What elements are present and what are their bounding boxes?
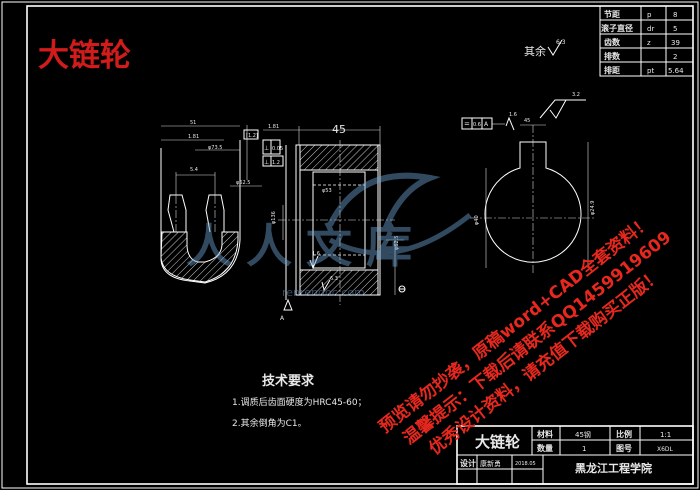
date-value: 2018.05 [515,461,536,467]
scale-label: 比例 [616,429,632,439]
dim-label: 1.81 [188,134,199,140]
dim-label: 1.81 [268,124,279,130]
section-view: 1.81 ⊥ 0.05 ⊥ 1.2 45 φ136 φ53 φ62.5 A [262,123,406,322]
dim-label: φ24.9 [590,201,596,215]
qty-label: 数量 [537,443,553,453]
inner-frame [26,5,694,485]
roughness-value: 1.6 [509,112,517,118]
title-block: 大链轮 材料 45钢 比例 1:1 数量 1 图号 X6DL 设计 康新勇 20… [456,425,694,485]
roughness-symbol-icon [505,116,515,131]
drawing-title: 大链轮 [38,38,131,74]
designer-value: 康新勇 [480,459,501,468]
technical-requirements: 技术要求 1.调质后齿面硬度为HRC45-60； 2.其余倒角为C1。 [232,373,367,429]
tol-value: 0.6 [473,122,481,128]
param-value: 39 [671,39,680,47]
tooth-profile-detail: 5.4 51 1.81 φ73.5 φ62.5 [1.2] [160,120,262,284]
param-name: 齿数 [604,37,621,47]
roughness-value: 1.6 [312,251,320,257]
param-name: 滚子直径 [601,23,633,33]
roughness-symbol-icon [549,99,567,119]
param-name: 节距 [604,9,620,19]
tol-symbol: = [464,120,470,128]
tech-req-item: 2.其余倒角为C1。 [232,417,307,429]
watermark-line: 温馨提示：下载后请联系QQ1459919609 [399,227,675,449]
qty-value: 1 [582,445,586,453]
dim-label: φ136 [271,211,277,224]
dim-label: φ40 [474,215,480,225]
param-value: 2 [673,53,677,61]
tol-value: 1.2 [272,160,280,166]
tech-req-item: 1.调质后齿面硬度为HRC45-60； [232,396,367,408]
dim-label: 5.4 [190,167,198,173]
material-label: 材料 [537,429,553,439]
dim-label: φ62.5 [236,180,250,186]
dim-label: φ73.5 [208,145,222,151]
roughness-value: 3.2 [572,92,580,98]
front-view: φ40 φ24.9 45 3.2 = 0.6 A 1.6 [461,92,596,275]
tech-req-title: 技术要求 [262,373,315,389]
dim-label: φ53 [322,188,332,194]
material-value: 45钢 [575,430,591,439]
roughness-symbol-icon [321,279,331,292]
tol-frame-text: [1.2] [246,133,258,139]
dim-label: φ62.5 [394,236,400,250]
datum-triangle-icon [283,298,293,311]
roughness-other-label: 其余 [524,44,546,58]
scale-value: 1:1 [660,431,671,439]
school-name: 黑龙江工程学院 [575,461,652,475]
roughness-symbol-icon [547,39,563,56]
params-table: 节距 p 8 滚子直径 dr 5 齿数 z 39 排数 2 排距 pt 5.64 [599,5,694,77]
tol-datum: A [484,121,489,128]
roughness-symbol-icon [309,255,319,270]
drawing-no-label: 图号 [616,444,632,453]
param-symbol: p [647,11,652,19]
roughness-value: 6.3 [556,39,566,46]
title-block-part-name: 大链轮 [475,433,520,451]
roughness-value: 6.3 [330,276,338,282]
tol-value: 0.05 [272,146,283,152]
dim-label: 45 [524,118,530,124]
watermark-url: renrendoc.com [282,286,365,299]
param-name: 排数 [604,51,621,61]
watermark-brand: 人人文库 [186,219,426,273]
tol-symbol: ⊥ [264,145,269,152]
param-symbol: pt [647,67,654,75]
param-symbol: z [647,39,651,47]
param-value: 8 [673,11,677,19]
param-name: 排距 [604,65,620,75]
watermark-logo: 人人文库 renrendoc.com [186,172,472,299]
designer-label: 设计 [460,458,476,468]
param-value: 5.64 [668,67,684,75]
drawing-no-value: X6DL [657,446,674,453]
dim-label: 51 [190,120,196,126]
width-dimension: 45 [332,123,346,136]
param-symbol: dr [647,25,654,33]
param-value: 5 [673,25,677,33]
datum-label: A [280,315,285,322]
tol-symbol: ⊥ [264,159,269,166]
